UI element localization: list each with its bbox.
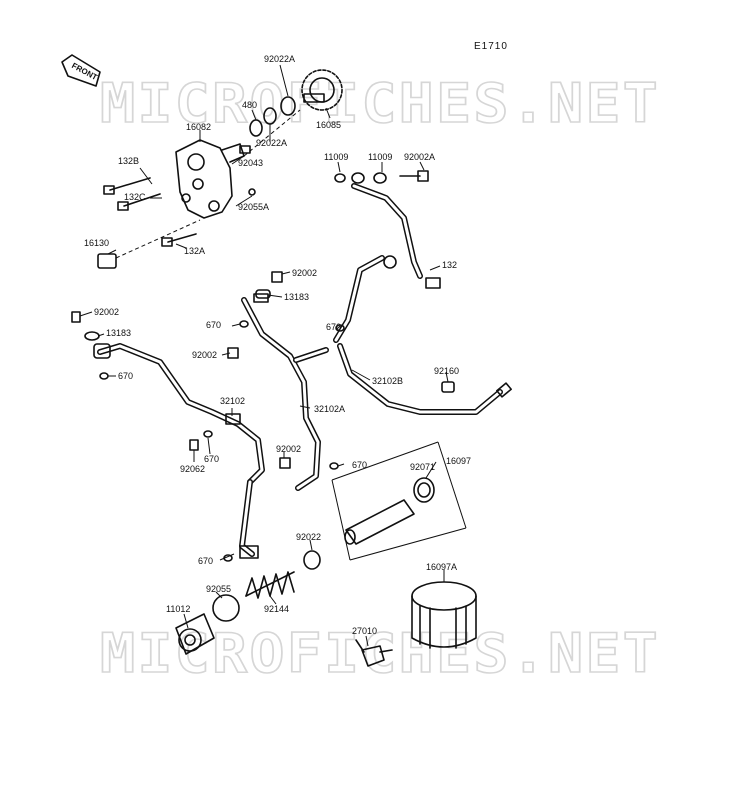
label-16085: 16085 [316, 120, 341, 130]
label-670-d: 670 [204, 454, 219, 464]
label-92022A-top: 92022A [264, 54, 295, 64]
label-92071: 92071 [410, 462, 435, 472]
watermark-bottom: MICROFICHES.NET [100, 622, 660, 685]
oil-pressure-switch-27010 [355, 639, 393, 667]
pump-dash-1 [115, 219, 201, 259]
oil-pipe-32102 [93, 343, 265, 559]
label-92022: 92022 [296, 532, 321, 542]
washer-92022 [303, 550, 321, 570]
label-11009-a: 11009 [324, 152, 348, 162]
plug-11012 [175, 613, 215, 655]
label-16097: 16097 [446, 456, 471, 466]
label-92002-left: 92002 [94, 307, 119, 317]
plug-92160 [441, 381, 455, 393]
label-13183-top: 13183 [284, 292, 309, 302]
label-32102: 32102 [220, 396, 245, 406]
label-92002-top: 92002 [292, 268, 317, 278]
figure-code: E1710 [474, 41, 508, 52]
label-92022A-mid: 92022A [256, 138, 287, 148]
label-32102B: 32102B [372, 376, 403, 386]
washers-11009 [334, 170, 429, 184]
label-11012: 11012 [166, 604, 190, 614]
label-92043: 92043 [238, 158, 263, 168]
label-670-c: 670 [118, 371, 133, 381]
label-92002-mid: 92002 [192, 350, 217, 360]
label-13183-left: 13183 [106, 328, 131, 338]
oil-pump-body [175, 139, 245, 219]
leader-lines [79, 64, 449, 647]
label-132: 132 [442, 260, 457, 270]
label-92160: 92160 [434, 366, 459, 376]
label-27010: 27010 [352, 626, 377, 636]
front-arrow-icon: FRONT [61, 54, 101, 87]
label-92144: 92144 [264, 604, 289, 614]
label-16082: 16082 [186, 122, 211, 132]
label-16130: 16130 [84, 238, 109, 248]
label-670-b: 670 [326, 322, 341, 332]
relief-valve-16097 [331, 441, 467, 561]
oil-pipe-32102A [241, 293, 345, 491]
label-32102A: 32102A [314, 404, 345, 414]
label-92055: 92055 [206, 584, 231, 594]
label-670-f: 670 [198, 556, 213, 566]
label-132C: 132C [124, 192, 146, 202]
label-92002-low: 92002 [276, 444, 301, 454]
label-480: 480 [242, 100, 257, 110]
label-670-e: 670 [352, 460, 367, 470]
label-670-a: 670 [206, 320, 221, 330]
label-92055A: 92055A [238, 202, 269, 212]
label-132B: 132B [118, 156, 139, 166]
spring-92144 [245, 571, 295, 599]
pump-gear-16085 [301, 69, 343, 111]
oil-pipe-32102B [333, 183, 512, 415]
label-92062: 92062 [180, 464, 205, 474]
bolts-pump [97, 177, 256, 269]
label-11009-b: 11009 [368, 152, 392, 162]
watermark-top: MICROFICHES.NET [100, 72, 660, 135]
o-ring-92055 [212, 594, 240, 622]
label-16097A: 16097A [426, 562, 457, 572]
label-132A: 132A [184, 246, 205, 256]
oil-filter-16097A [411, 581, 477, 649]
part-labels: 92022A 480 16082 92043 92022A 16085 132B… [84, 54, 471, 636]
label-92002A: 92002A [404, 152, 435, 162]
pump-dash-2 [243, 109, 301, 157]
